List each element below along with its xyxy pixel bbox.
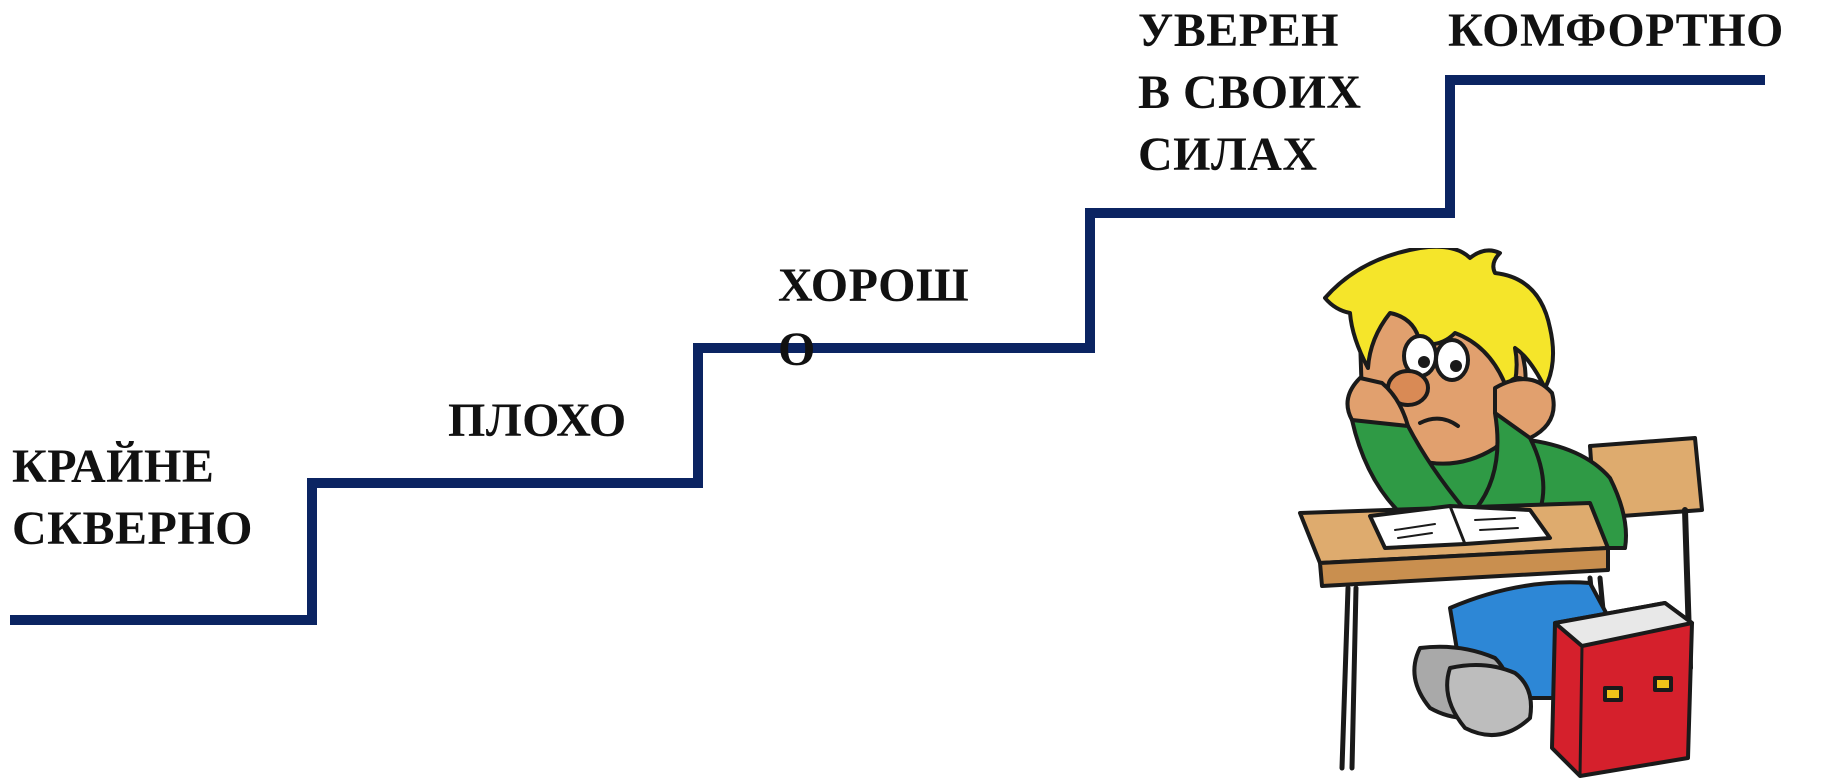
pensive-student-at-desk-icon — [1298, 248, 1704, 778]
step-label-confident: УВЕРЕН В СВОИХ СИЛАХ — [1138, 4, 1362, 181]
step-label-comfortable: КОМФОРТНО — [1448, 4, 1784, 57]
step-label-extremely-bad: КРАЙНЕ СКВЕРНО — [12, 440, 253, 555]
step-label-bad: ПЛОХО — [448, 394, 627, 447]
step-label-good: ХОРОШО — [778, 259, 970, 376]
